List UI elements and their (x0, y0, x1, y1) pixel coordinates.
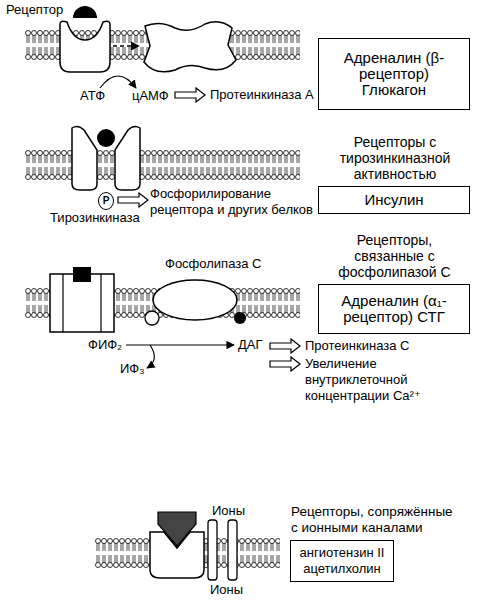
node-label: Инсулин (364, 192, 423, 208)
hormone-box: Рецепторы с тирозинкиназной активностьюИ… (318, 186, 470, 214)
molecule-label: цАМФ (132, 88, 169, 104)
hollow-arrow (270, 339, 300, 353)
hormone-box: Адреналин (β-рецептор) Глюкагон (318, 38, 470, 110)
node-label: Адреналин (α₁-рецептор) СТГ (339, 293, 449, 325)
membrane-bilayer (25, 150, 300, 180)
hollow-arrow (270, 357, 300, 371)
enzyme-label: Фосфолипаза С (165, 256, 261, 272)
phosphate-circle: P (98, 192, 114, 210)
node-heading: Рецепторы с тирозинкиназной активностью (319, 134, 471, 182)
ion-label: Ионы (212, 503, 245, 519)
node-heading: Рецепторы, связанные с фосфолипазой С (322, 232, 467, 280)
node-heading: Рецепторы, сопряжённые с ионными каналам… (291, 504, 457, 536)
effect-label: Увеличение внутриклеточной концентрации … (305, 356, 445, 404)
hormone-box: Рецепторы, связанные с фосфолипазой САдр… (318, 284, 470, 334)
effect-label: Протеинкиназа С (305, 338, 409, 354)
receptor-label: Рецептор (6, 2, 63, 18)
molecule-label: АТФ (80, 88, 105, 104)
ion-channel (208, 520, 217, 580)
receptor-helix (100, 274, 101, 332)
ion-channel (228, 520, 237, 580)
enzyme-label: Тирозинкиназа (50, 210, 140, 226)
g-protein-symbol (145, 311, 159, 325)
ligand-symbol (73, 6, 97, 18)
receptor-protein (50, 274, 114, 332)
reaction-arrow (126, 344, 234, 345)
reaction-arrow (100, 76, 136, 88)
node-label: Адреналин (β-рецептор) Глюкагон (329, 50, 459, 98)
effect-label: Фосфорилирование рецептора и других белк… (150, 186, 318, 218)
effect-label: Протеинкиназа А (210, 87, 314, 103)
molecule-label: ИФ₃ (120, 361, 145, 377)
node-label: ангиотензин II ацетилхолин (295, 545, 389, 577)
ion-label: Ионы (210, 582, 243, 598)
hollow-arrow (175, 88, 205, 102)
hollow-arrow (118, 193, 148, 207)
ligand-symbol (158, 512, 196, 546)
receptor-subunit (115, 126, 140, 190)
reaction-arrow (147, 345, 154, 368)
molecule-label: ДАГ (238, 337, 263, 353)
receptor-helix (62, 274, 63, 332)
ligand-symbol (97, 129, 115, 147)
molecule-label: ФИФ₂ (88, 337, 122, 353)
receptor-subunit (72, 126, 97, 190)
product-symbol (234, 312, 246, 324)
membrane-bilayer (25, 150, 300, 180)
node-label: P (103, 193, 110, 209)
receptor-protein (60, 21, 110, 72)
enzyme-protein (153, 280, 237, 320)
signal-arrow (113, 45, 139, 46)
ligand-symbol (73, 267, 91, 282)
enzyme-protein (144, 22, 236, 72)
hormone-box: Рецепторы, сопряжённые с ионными каналам… (290, 540, 394, 582)
